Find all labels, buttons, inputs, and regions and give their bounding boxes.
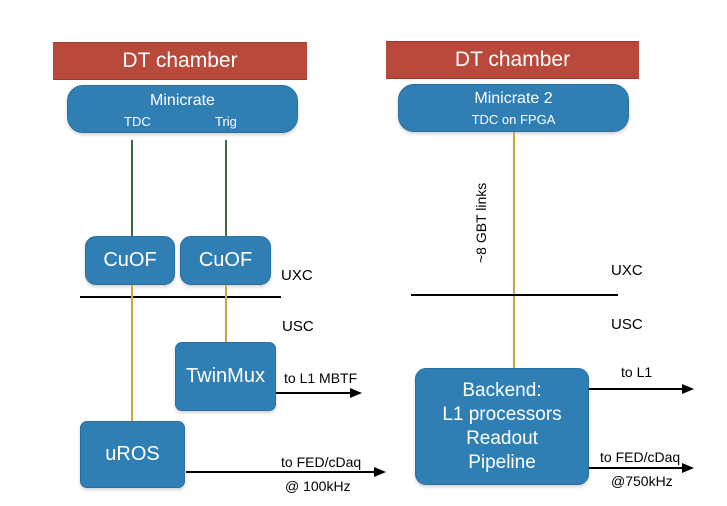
- uros-box: uROS: [80, 421, 185, 488]
- backend-line-1: Backend:: [462, 379, 542, 401]
- cuof-box-2: CuOF: [180, 236, 271, 285]
- right-minicrate-subtitle: TDC on FPGA: [471, 112, 556, 127]
- left-minicrate-box: Minicrate TDC Trig: [67, 85, 298, 133]
- right-chamber-banner: DT chamber: [386, 41, 639, 79]
- uros-output-line2: @ 100kHz: [285, 478, 351, 494]
- left-minicrate-trig-label: Trig: [215, 114, 237, 129]
- backend-to-l1-arrow: [589, 384, 694, 394]
- backend-line-4: Pipeline: [468, 451, 536, 473]
- backend-output-line2: @750kHz: [611, 473, 673, 489]
- left-minicrate-tdc-label: TDC: [124, 114, 151, 129]
- right-usc-label: USC: [611, 316, 643, 333]
- cuof2-to-twinmux-line: [225, 285, 227, 342]
- left-uxc-label: UXC: [281, 267, 313, 284]
- cuof-2-label: CuOF: [198, 249, 253, 271]
- backend-to-l1-label: to L1: [621, 364, 653, 380]
- cuof-1-label: CuOF: [103, 249, 157, 271]
- uros-label: uROS: [105, 443, 160, 465]
- gbt-link-line: [513, 132, 515, 368]
- uros-output-arrow: [186, 467, 386, 477]
- right-uxc-label: UXC: [611, 262, 643, 279]
- left-minicrate-title: Minicrate: [150, 92, 215, 109]
- right-minicrate-title: Minicrate 2: [474, 90, 553, 107]
- twinmux-output-label: to L1 MBTF: [284, 370, 358, 386]
- cuof1-to-uros-line: [131, 285, 133, 421]
- backend-box: Backend: L1 processors Readout Pipeline: [415, 368, 589, 485]
- twinmux-box: TwinMux: [175, 342, 276, 411]
- tdc-link-line: [131, 140, 133, 236]
- left-usc-label: USC: [282, 318, 314, 335]
- right-chamber-title: DT chamber: [454, 48, 571, 71]
- trig-link-line: [225, 140, 227, 236]
- backend-line-3: Readout: [466, 427, 538, 449]
- backend-output-line1: to FED/cDaq: [600, 449, 681, 465]
- left-chamber-title: DT chamber: [122, 49, 238, 72]
- left-uxc-usc-divider: [80, 296, 281, 298]
- left-chamber-banner: DT chamber: [53, 42, 307, 80]
- right-minicrate-box: Minicrate 2 TDC on FPGA: [398, 84, 629, 132]
- right-uxc-usc-divider: [411, 294, 618, 296]
- twinmux-output-arrow: [276, 388, 362, 398]
- cuof-box-1: CuOF: [85, 236, 175, 285]
- backend-line-2: L1 processors: [442, 403, 562, 425]
- backend-output-arrow: [589, 463, 694, 473]
- twinmux-label: TwinMux: [186, 365, 265, 387]
- uros-output-line1: to FED/cDaq: [281, 454, 362, 470]
